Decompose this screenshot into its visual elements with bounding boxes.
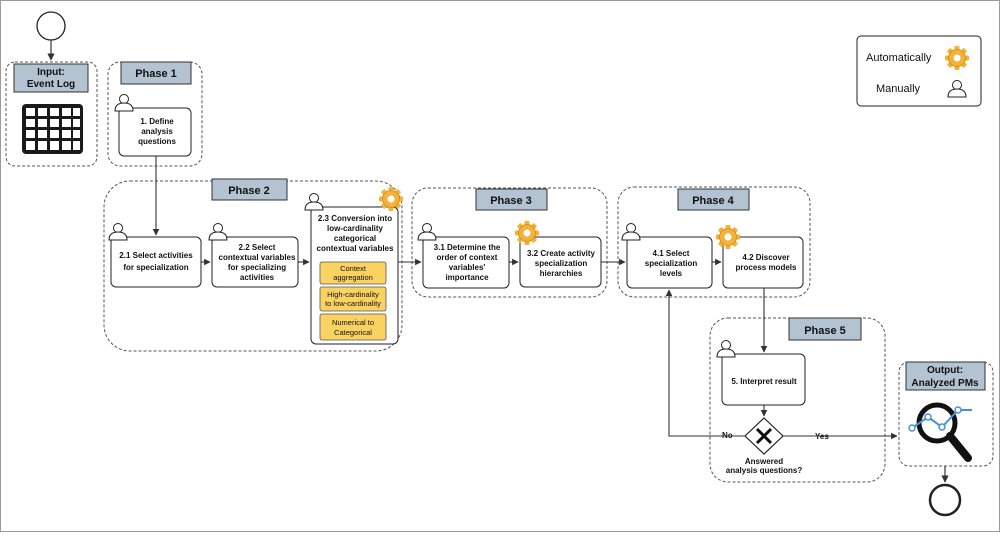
gear-icon xyxy=(515,221,539,245)
task-2-3-line: contextual variables xyxy=(317,244,394,253)
task-4-2-line: 4.2 Discover xyxy=(742,253,789,262)
task-2-2-line: 2.2 Select xyxy=(239,243,276,252)
task-3-1-line: variables' xyxy=(449,263,486,272)
flow-arrow-no xyxy=(665,289,745,437)
sub-item-line: High-cardinality xyxy=(327,290,379,299)
gear-icon xyxy=(716,225,740,249)
task-2-1-line: for specialization xyxy=(123,263,188,272)
task-1-line: questions xyxy=(138,137,176,146)
sub-item-line: to low-cardinality xyxy=(325,299,381,308)
task-3-1-line: order of context xyxy=(437,253,498,262)
gateway-question-line2: analysis questions? xyxy=(726,466,803,475)
person-icon xyxy=(114,94,134,112)
task-2-3-line: categorical xyxy=(334,234,376,243)
input-header xyxy=(13,63,89,93)
sub-item-line: Numerical to xyxy=(332,318,374,327)
sub-item-numerical-to-categorical xyxy=(319,313,387,341)
task-4-1-line: 4.1 Select xyxy=(653,249,690,258)
person-icon xyxy=(304,193,324,211)
decision-gateway xyxy=(744,417,784,455)
sub-item-line: Categorical xyxy=(334,328,372,337)
legend-manual-label: Manually xyxy=(876,83,921,95)
output-analyzed-pms: Output: Analyzed PMs xyxy=(898,361,994,467)
person-icon xyxy=(716,340,736,358)
gear-icon xyxy=(945,46,969,70)
start-event xyxy=(36,11,66,41)
sub-item-line: aggregation xyxy=(333,273,373,282)
end-event xyxy=(928,483,962,517)
task-2-3-line: low-cardinality xyxy=(327,224,384,233)
task-4-1-line: levels xyxy=(660,269,683,278)
legend: Automatically Manually xyxy=(856,35,982,107)
phase-2-header xyxy=(211,178,288,201)
task-1-box xyxy=(118,107,192,157)
task-5-line: 5. Interpret result xyxy=(731,377,797,386)
phase-1-title: Phase 1 xyxy=(135,68,177,80)
task-2-1-line: 2.1 Select activities xyxy=(119,251,193,260)
task-2-3-line: 2.3 Conversion into xyxy=(318,214,392,223)
phase-3-header xyxy=(475,188,548,211)
task-2-2-line: contextual variables xyxy=(219,253,296,262)
phase-2-title: Phase 2 xyxy=(228,185,270,197)
phase-5-title: Phase 5 xyxy=(804,325,846,337)
output-header xyxy=(905,361,986,391)
person-icon xyxy=(208,223,228,241)
input-title-line1: Input: xyxy=(37,67,65,78)
output-title-line2: Analyzed PMs xyxy=(911,378,979,389)
phase-3: Phase 3 3.1 Determine the order of conte… xyxy=(411,187,608,298)
phase-5-header xyxy=(788,317,862,341)
phase-1: Phase 1 1. Define analysis questions xyxy=(107,61,203,167)
output-title-line1: Output: xyxy=(927,365,963,376)
sub-item-line: Context xyxy=(340,264,367,273)
person-icon xyxy=(417,223,437,241)
phase-1-header xyxy=(120,61,192,85)
task-3-1-line: 3.1 Determine the xyxy=(434,243,501,252)
task-4-1-line: specialization xyxy=(645,259,698,268)
task-4-2-box xyxy=(722,236,804,289)
task-2-2-line: activities xyxy=(240,273,275,282)
task-3-1-line: importance xyxy=(445,273,489,282)
phase-2: Phase 2 2.1 Select activities for specia… xyxy=(103,178,403,352)
person-icon xyxy=(621,223,641,241)
gateway-question-line1: Answered xyxy=(745,457,783,466)
input-event-log: Input: Event Log xyxy=(5,61,98,167)
task-1-line: 1. Define xyxy=(140,117,174,126)
legend-automatic-label: Automatically xyxy=(866,52,932,64)
task-2-2-line: for specializing xyxy=(228,263,286,272)
task-1-line: analysis xyxy=(141,127,173,136)
person-icon xyxy=(108,223,128,241)
task-3-2-line: specialization xyxy=(535,259,588,268)
gear-icon xyxy=(379,187,403,211)
phase-3-title: Phase 3 xyxy=(490,195,532,207)
phase-4-header xyxy=(677,188,750,211)
phase-4-title: Phase 4 xyxy=(692,195,734,207)
phase-4: Phase 4 4.1 Select specialization levels… xyxy=(617,186,811,298)
input-title-line2: Event Log xyxy=(27,79,75,90)
task-3-2-line: hierarchies xyxy=(540,269,583,278)
person-icon xyxy=(947,80,967,98)
magnifier-chart-icon xyxy=(908,402,972,462)
sub-item-context-aggregation xyxy=(319,261,387,285)
flow-arrows xyxy=(152,156,898,440)
task-3-2-line: 3.2 Create activity xyxy=(527,249,596,258)
sub-item-high-to-low-cardinality xyxy=(319,286,387,312)
task-2-1-box xyxy=(110,236,202,288)
table-icon xyxy=(22,104,83,154)
task-4-2-line: process models xyxy=(736,263,797,272)
phase-5: Phase 5 5. Interpret result Answered ana… xyxy=(709,317,886,483)
